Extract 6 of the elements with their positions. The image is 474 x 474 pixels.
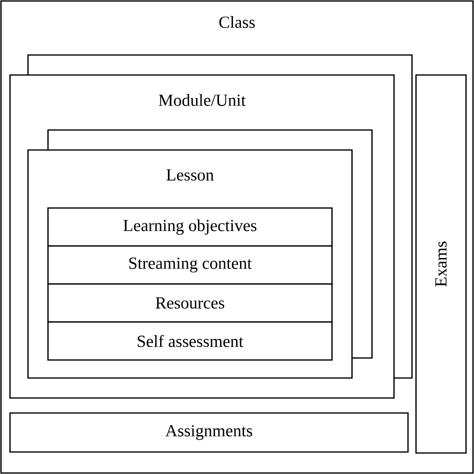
content-row: Streaming content bbox=[47, 245, 333, 285]
assignments-box: Assignments bbox=[9, 412, 409, 453]
exams-box: Exams bbox=[415, 74, 467, 454]
content-row: Learning objectives bbox=[47, 207, 333, 247]
content-row: Resources bbox=[47, 283, 333, 323]
content-row: Self assessment bbox=[47, 321, 333, 361]
